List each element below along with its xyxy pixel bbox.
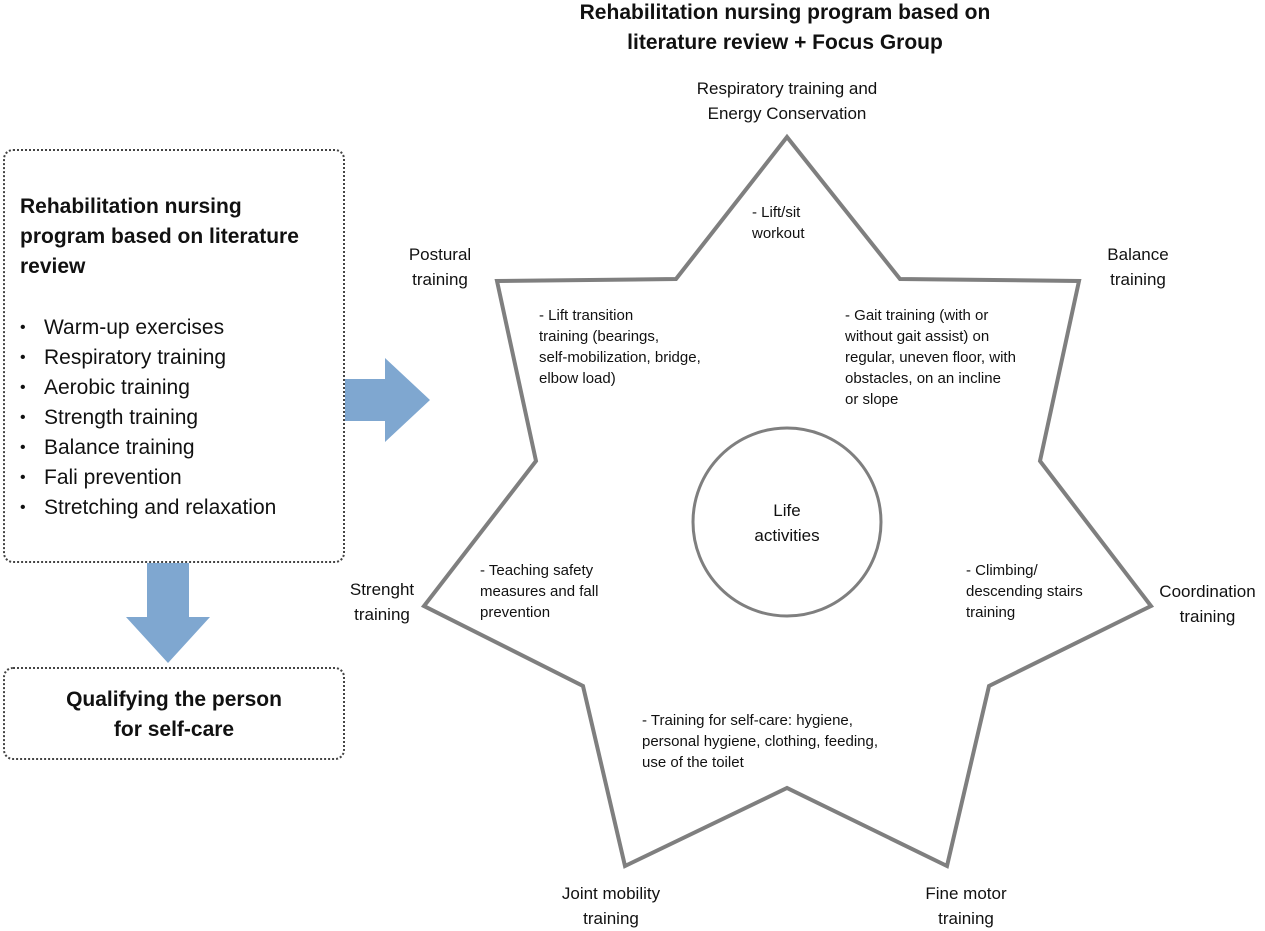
- label-respiratory-training: Respiratory training and Energy Conserva…: [637, 76, 937, 126]
- label-line: training: [583, 909, 639, 928]
- label-line: training: [938, 909, 994, 928]
- life-activities-label: Life activities: [693, 498, 881, 548]
- inner-text-line: - Training for self-care: hygiene,: [642, 712, 853, 729]
- inner-text-lift-sit: - Lift/sit workout: [752, 202, 805, 244]
- label-coordination-training: Coordination training: [1150, 579, 1265, 629]
- list-item-text: Warm-up exercises: [44, 316, 225, 339]
- inner-text-line: use of the toilet: [642, 754, 744, 771]
- right-arrow: [345, 358, 430, 442]
- inner-text-line: obstacles, on an incline: [845, 370, 1001, 387]
- center-line: Life: [773, 501, 801, 520]
- inner-text-lift-transition: - Lift transition training (bearings, se…: [539, 305, 701, 389]
- list-item: • Respiratory training: [20, 343, 340, 373]
- inner-text-line: - Lift/sit: [752, 204, 801, 221]
- list-item: • Warm-up exercises: [20, 313, 340, 343]
- inner-text-gait-training: - Gait training (with or without gait as…: [845, 305, 1016, 410]
- label-line: Fine motor: [925, 884, 1007, 903]
- list-item-text: Stretching and relaxation: [44, 496, 277, 519]
- list-item: • Stretching and relaxation: [20, 493, 340, 523]
- label-strength-training: Strenght training: [332, 577, 432, 627]
- list-item: • Fali prevention: [20, 463, 340, 493]
- list-item-text: Aerobic training: [44, 376, 190, 399]
- label-line: Joint mobility: [561, 884, 661, 903]
- label-line: training: [1110, 270, 1166, 289]
- seven-point-star: [420, 133, 1155, 869]
- label-line: Strenght: [349, 580, 415, 599]
- center-line: activities: [754, 526, 820, 545]
- list-item-text: Strength training: [44, 406, 199, 429]
- label-postural-training: Postural training: [390, 242, 490, 292]
- inner-text-line: self-mobilization, bridge,: [539, 349, 701, 366]
- inner-text-line: personal hygiene, clothing, feeding,: [642, 733, 879, 750]
- inner-text-line: without gait assist) on: [845, 328, 990, 345]
- bullet-icon: •: [20, 469, 26, 486]
- inner-text-line: prevention: [480, 604, 551, 621]
- self-care-outcome-line-1: Qualifying the person: [66, 688, 282, 711]
- label-line: Energy Conservation: [707, 104, 867, 123]
- literature-review-box: [3, 149, 345, 563]
- list-item-text: Respiratory training: [44, 346, 227, 369]
- label-line: training: [412, 270, 468, 289]
- bullet-icon: •: [20, 409, 26, 426]
- diagram-title-line-2: literature review + Focus Group: [627, 31, 943, 54]
- label-line: Postural: [408, 245, 472, 264]
- inner-text-line: - Teaching safety: [480, 562, 594, 579]
- self-care-outcome-box: [3, 667, 345, 760]
- inner-text-line: elbow load): [539, 370, 616, 387]
- inner-text-line: workout: [752, 225, 805, 242]
- label-joint-mobility-training: Joint mobility training: [541, 881, 681, 931]
- label-line: Balance: [1107, 245, 1169, 264]
- bullet-icon: •: [20, 349, 26, 366]
- label-line: training: [354, 605, 410, 624]
- inner-text-line: training: [966, 604, 1016, 621]
- inner-text-self-care-training: - Training for self-care: hygiene, perso…: [642, 710, 878, 773]
- life-activities-circle: [691, 426, 883, 618]
- list-item-text: Balance training: [44, 436, 195, 459]
- label-line: Respiratory training and: [696, 79, 878, 98]
- label-fine-motor-training: Fine motor training: [906, 881, 1026, 931]
- diagram-title-line-1: Rehabilitation nursing program based on: [579, 1, 991, 24]
- bullet-icon: •: [20, 379, 26, 396]
- list-item-text: Fali prevention: [44, 466, 182, 489]
- inner-text-safety-measures: - Teaching safety measures and fall prev…: [480, 560, 598, 623]
- inner-text-line: - Climbing/: [966, 562, 1038, 579]
- list-item: • Strength training: [20, 403, 340, 433]
- diagram-title: Rehabilitation nursing program based on …: [480, 0, 1090, 58]
- literature-review-list: • Warm-up exercises • Respiratory training…: [20, 313, 340, 523]
- inner-text-line: regular, uneven floor, with: [845, 349, 1016, 366]
- list-item: • Balance training: [20, 433, 340, 463]
- bullet-icon: •: [20, 319, 26, 336]
- label-line: training: [1179, 607, 1236, 626]
- bullet-icon: •: [20, 499, 26, 516]
- literature-review-heading: Rehabilitation nursing program based on …: [20, 195, 299, 278]
- bullet-icon: •: [20, 439, 26, 456]
- inner-text-line: - Gait training (with or: [845, 307, 989, 324]
- self-care-outcome-text: Qualifying the person for self-care: [3, 685, 345, 745]
- label-balance-training: Balance training: [1088, 242, 1188, 292]
- inner-text-line: - Lift transition: [539, 307, 634, 324]
- inner-text-stairs-training: - Climbing/ descending stairs training: [966, 560, 1083, 623]
- list-item: • Aerobic training: [20, 373, 340, 403]
- self-care-outcome-line-2: for self-care: [113, 718, 235, 741]
- inner-text-line: or slope: [845, 391, 899, 408]
- inner-text-line: descending stairs: [966, 583, 1083, 600]
- down-arrow: [126, 563, 210, 663]
- label-line: Coordination: [1159, 582, 1256, 601]
- inner-text-line: measures and fall: [480, 583, 599, 600]
- inner-text-line: training (bearings,: [539, 328, 660, 345]
